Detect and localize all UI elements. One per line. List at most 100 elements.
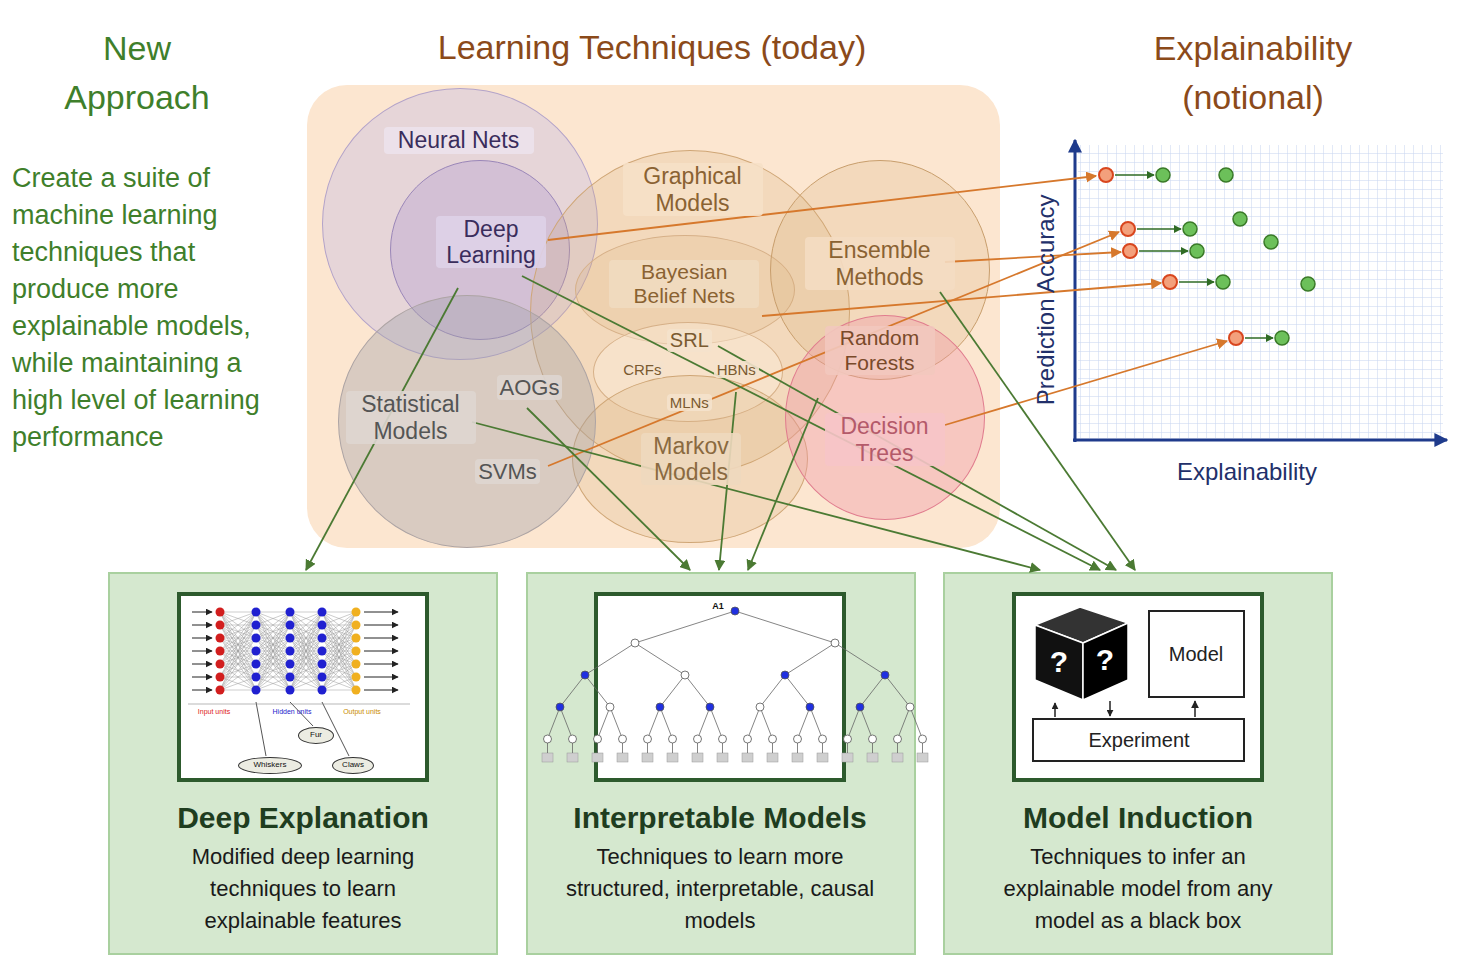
weight-line <box>322 612 356 625</box>
weight-line <box>290 612 322 690</box>
box-label: Experiment <box>1088 729 1189 752</box>
tree-branch <box>598 707 611 739</box>
neuron <box>286 621 295 630</box>
tree-branch <box>585 643 635 675</box>
tree-leaf <box>642 753 653 762</box>
weight-line <box>256 612 290 651</box>
tree-node <box>581 671 589 679</box>
weight-line <box>256 612 290 677</box>
weight-line <box>290 612 322 664</box>
weight-line <box>322 677 356 690</box>
weight-line <box>256 612 290 664</box>
box-description: Modified deep learning techniques to lea… <box>153 841 453 937</box>
tree-branch <box>860 707 873 739</box>
weight-line <box>322 612 356 651</box>
tree-branch <box>648 707 661 739</box>
axis-label: Prediction Accuracy <box>1031 195 1059 406</box>
weight-line <box>322 625 356 690</box>
neuron <box>318 673 327 682</box>
weight-line <box>256 612 290 690</box>
tree-leaf <box>842 753 853 762</box>
neuron <box>286 634 295 643</box>
weight-line <box>256 612 290 690</box>
tree-node <box>694 735 702 743</box>
box-title: Deep Explanation <box>113 801 493 836</box>
io-arrow <box>364 625 398 626</box>
weight-line <box>220 612 256 651</box>
tree-node <box>544 735 552 743</box>
neuron <box>216 660 225 669</box>
weight-line <box>322 638 356 690</box>
weight-line <box>220 612 256 651</box>
neuron <box>252 660 261 669</box>
weight-line <box>322 612 356 664</box>
region-heading: Learning Techniques (today) <box>438 28 866 67</box>
weight-line <box>290 612 322 651</box>
weight-line <box>256 612 290 613</box>
weight-line <box>220 625 256 690</box>
connector-arrow <box>762 283 1161 316</box>
neuron <box>352 647 361 656</box>
tree-branch <box>635 611 735 643</box>
neuron <box>318 647 327 656</box>
tree-node <box>619 735 627 743</box>
description-text: Create a suite of machine learning techn… <box>12 160 280 456</box>
tree-branch <box>897 743 898 753</box>
box-description: Techniques to learn more structured, int… <box>565 841 875 937</box>
tree-leaf <box>567 753 578 762</box>
box-description: Techniques to infer an explainable model… <box>988 841 1288 937</box>
weight-line <box>322 612 356 651</box>
connector-arrow <box>945 252 1121 262</box>
tree-node <box>769 735 777 743</box>
tree-branch <box>910 707 923 739</box>
tree-branch <box>810 707 823 739</box>
technique-label: SRL <box>667 329 712 352</box>
technique-region: Learning Techniques (today)Neural NetsDe… <box>307 85 1000 548</box>
weight-line <box>322 625 356 690</box>
tree-node <box>894 735 902 743</box>
weight-line <box>256 638 290 690</box>
layer-label: Output units <box>343 708 381 716</box>
box-title: Model Induction <box>948 801 1328 836</box>
tree-node <box>869 735 877 743</box>
tree-leaf <box>617 753 628 762</box>
weight-line <box>220 638 256 690</box>
connector-arrow <box>748 398 818 570</box>
tree-leaf <box>767 753 778 762</box>
tree-branch <box>647 743 648 753</box>
tree-node <box>569 735 577 743</box>
weight-line <box>322 612 356 613</box>
weight-line <box>256 651 290 690</box>
weight-line <box>290 612 322 638</box>
tree-branch <box>698 707 711 739</box>
weight-line <box>290 612 322 677</box>
neuron <box>352 673 361 682</box>
neuron <box>216 673 225 682</box>
weight-line <box>220 612 256 625</box>
weight-line <box>322 677 356 690</box>
weight-line <box>290 690 322 691</box>
neuron <box>286 660 295 669</box>
cube-symbol: ? <box>1096 643 1114 678</box>
weight-line <box>220 664 256 690</box>
weight-line <box>322 612 356 625</box>
tree-branch <box>635 643 685 675</box>
weight-line <box>220 612 256 638</box>
tree-leaf <box>542 753 553 762</box>
tree-leaf <box>817 753 828 762</box>
weight-line <box>220 612 256 664</box>
weight-line <box>290 664 322 690</box>
neuron <box>216 634 225 643</box>
tree-branch <box>560 675 585 707</box>
tree-node <box>756 703 764 711</box>
tree-leaf <box>592 753 603 762</box>
tree-leaf <box>717 753 728 762</box>
tree-branch <box>660 707 673 739</box>
tree-leaf <box>917 753 928 762</box>
layer-label: Hidden units <box>273 708 312 716</box>
tree-branch <box>860 675 885 707</box>
neuron <box>252 686 261 695</box>
technique-label: Decision Trees <box>825 413 945 466</box>
weight-line <box>322 612 356 690</box>
weight-line <box>322 612 356 638</box>
